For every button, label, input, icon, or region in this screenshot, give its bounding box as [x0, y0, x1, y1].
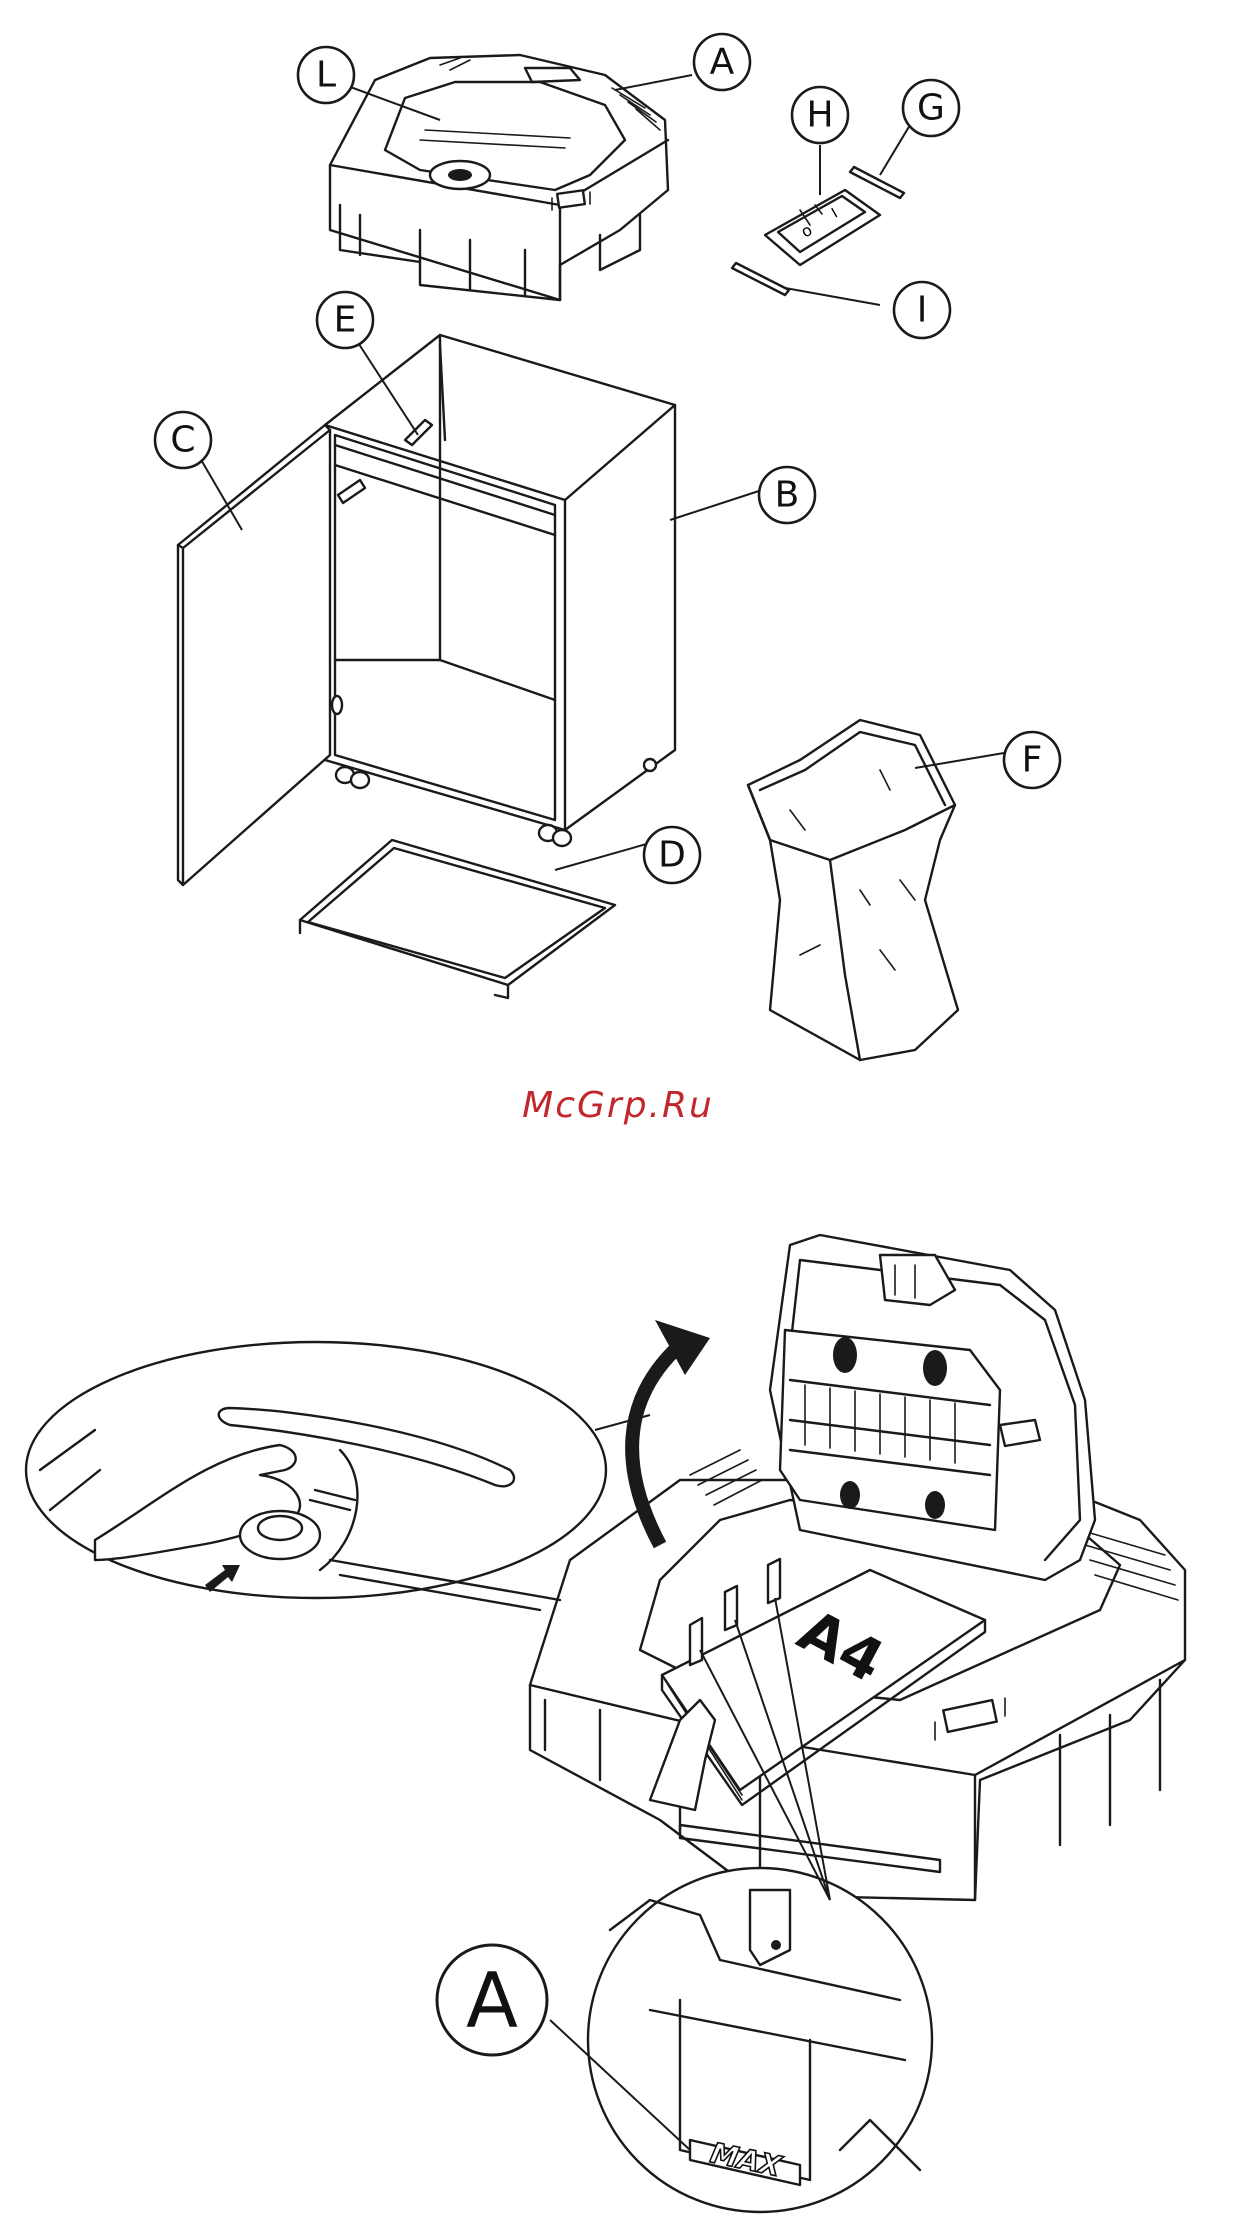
watermark-text: McGrp.Ru — [0, 1085, 1236, 1126]
callout-h-label: H — [806, 95, 833, 136]
shredder-head — [330, 55, 668, 300]
cabinet-door — [178, 425, 330, 885]
callout-a-large: A — [437, 1945, 547, 2055]
callout-a-large-label: A — [466, 1956, 518, 2045]
bag-frame — [300, 840, 615, 998]
detail-bubble-max: MAX — [588, 1868, 932, 2212]
callout-e: E — [317, 292, 373, 348]
callout-g-label: G — [917, 88, 945, 129]
callout-a: A — [694, 34, 750, 90]
callout-d: D — [644, 827, 700, 883]
callout-h: H — [792, 87, 848, 143]
callout-i: I — [894, 282, 950, 338]
callout-f-label: F — [1022, 740, 1043, 781]
callout-d-label: D — [658, 835, 686, 876]
open-lid — [770, 1235, 1095, 1580]
callout-f: F — [1004, 732, 1060, 788]
callout-c: C — [155, 412, 211, 468]
cabinet — [325, 335, 675, 846]
bubble-leader — [595, 1415, 650, 1430]
callout-l-label: L — [316, 55, 336, 96]
callout-b: B — [759, 467, 815, 523]
callout-a-label: A — [710, 42, 735, 83]
callout-e-label: E — [334, 300, 357, 341]
callout-l: L — [298, 47, 354, 103]
detail-bubble-switch — [26, 1342, 606, 1610]
strip-g — [850, 167, 904, 198]
callout-b-label: B — [775, 475, 800, 516]
callout-c-label: C — [170, 420, 195, 461]
label-plate-h: o I — [765, 190, 880, 265]
callout-g: G — [903, 80, 959, 136]
strip-i — [732, 263, 789, 295]
waste-bag — [748, 720, 958, 1060]
callout-i-label: I — [917, 290, 928, 331]
